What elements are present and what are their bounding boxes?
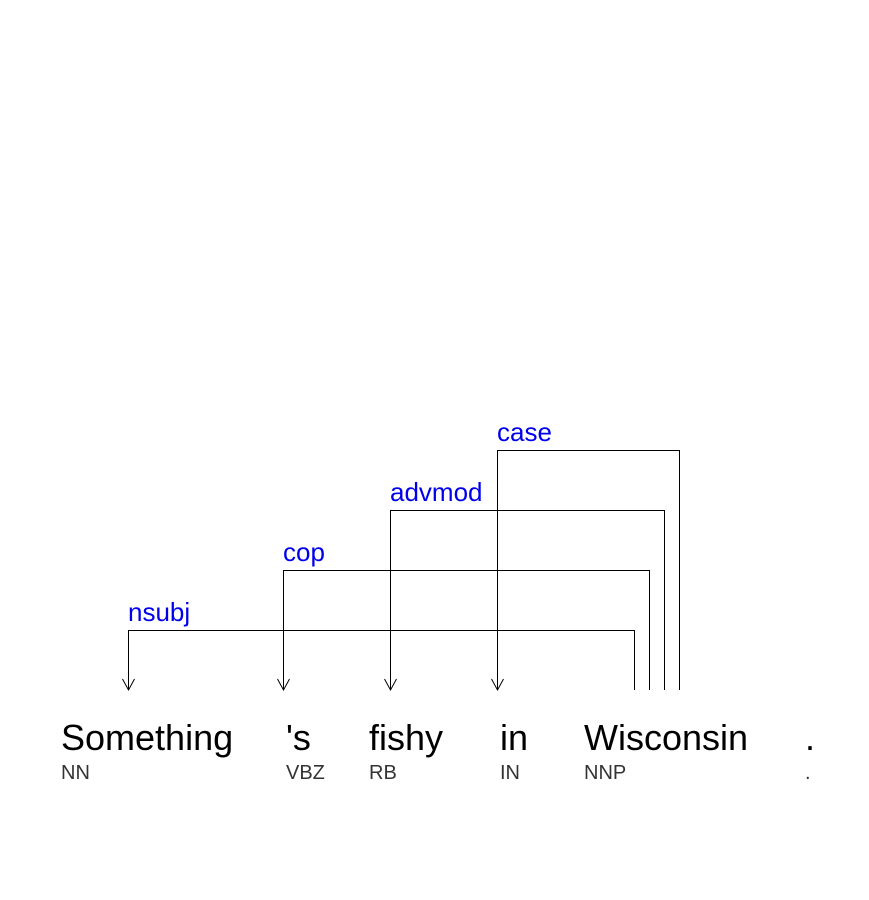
arc-label: case [497,417,552,447]
arc-cop-line [283,570,650,690]
token-tag: NN [61,762,90,784]
token-tag: VBZ [286,762,325,784]
token-word: Something [61,717,233,758]
arc-case-line [497,450,680,690]
arrowhead-icon [277,678,290,692]
token-word: 's [286,717,311,758]
arc-advmod-line [390,510,665,690]
arrowhead-icon [491,678,504,692]
token-tag: IN [500,762,520,784]
arc-nsubj-line [128,630,635,690]
arc-label: cop [283,537,325,567]
token-tag: . [805,762,811,784]
arc-label: advmod [390,477,483,507]
token-tag: NNP [584,762,626,784]
arrowhead-icon [122,678,135,692]
arcs: nsubj cop advmod case [122,417,680,692]
arrowhead-icon [384,678,397,692]
token-tag: RB [369,762,397,784]
token-word: . [805,717,815,758]
token-word: fishy [369,717,443,758]
token-word: in [500,717,528,758]
arc-label: nsubj [128,597,190,627]
token-word: Wisconsin [584,717,748,758]
